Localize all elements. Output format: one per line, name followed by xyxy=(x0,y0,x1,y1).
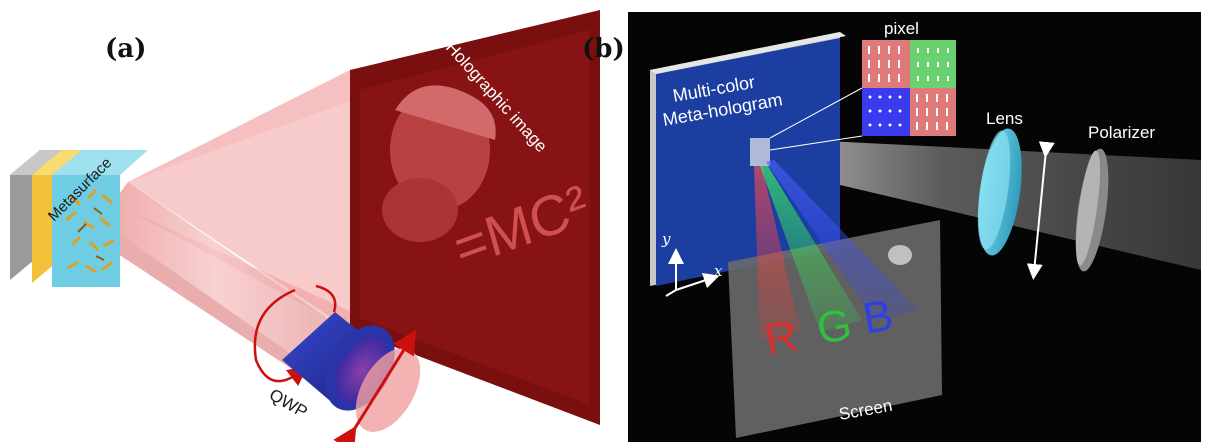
linear-polarization-arrow xyxy=(333,329,417,442)
blue-beam xyxy=(766,160,918,322)
axis-x-label: x xyxy=(714,262,723,280)
pixel-label: pixel xyxy=(884,19,919,38)
nanofin-array xyxy=(65,188,115,274)
zoom-line-top xyxy=(769,87,863,139)
letter-g: G xyxy=(813,300,855,354)
incident-beam xyxy=(100,182,330,360)
beam-shadow xyxy=(100,220,316,385)
circular-polarization-arrow-top xyxy=(315,284,337,313)
axis-y-label: y xyxy=(661,230,671,248)
panel-b: (b) Multi-color Meta-hologram xyxy=(582,12,1201,442)
qwp-label: QWP xyxy=(266,385,311,422)
polarization-axis-arrow xyxy=(1026,141,1055,280)
green-beam xyxy=(760,166,862,332)
panel-a: =MC² Holographic image xyxy=(10,10,600,442)
polarizer xyxy=(1075,148,1109,272)
pixel-zoom xyxy=(862,40,956,136)
portrait xyxy=(382,85,496,242)
polarizer-label: Polarizer xyxy=(1088,123,1155,142)
meta-hologram-pixel-region xyxy=(750,138,770,166)
panel-b-label: (b) xyxy=(582,34,625,64)
metasurface-block xyxy=(10,150,148,287)
circular-polarization-arrow xyxy=(253,288,308,387)
coordinate-axes xyxy=(665,248,720,297)
pixel-nanostructures xyxy=(868,46,949,130)
lens xyxy=(977,128,1022,256)
zoom-line-bottom xyxy=(769,135,863,151)
zero-order-spot xyxy=(888,245,912,265)
projection-cone xyxy=(128,70,350,330)
red-beam xyxy=(754,166,800,340)
nanofin-array-dark xyxy=(77,207,105,261)
lens-label: Lens xyxy=(986,109,1023,128)
panel-a-label: (a) xyxy=(105,34,146,64)
